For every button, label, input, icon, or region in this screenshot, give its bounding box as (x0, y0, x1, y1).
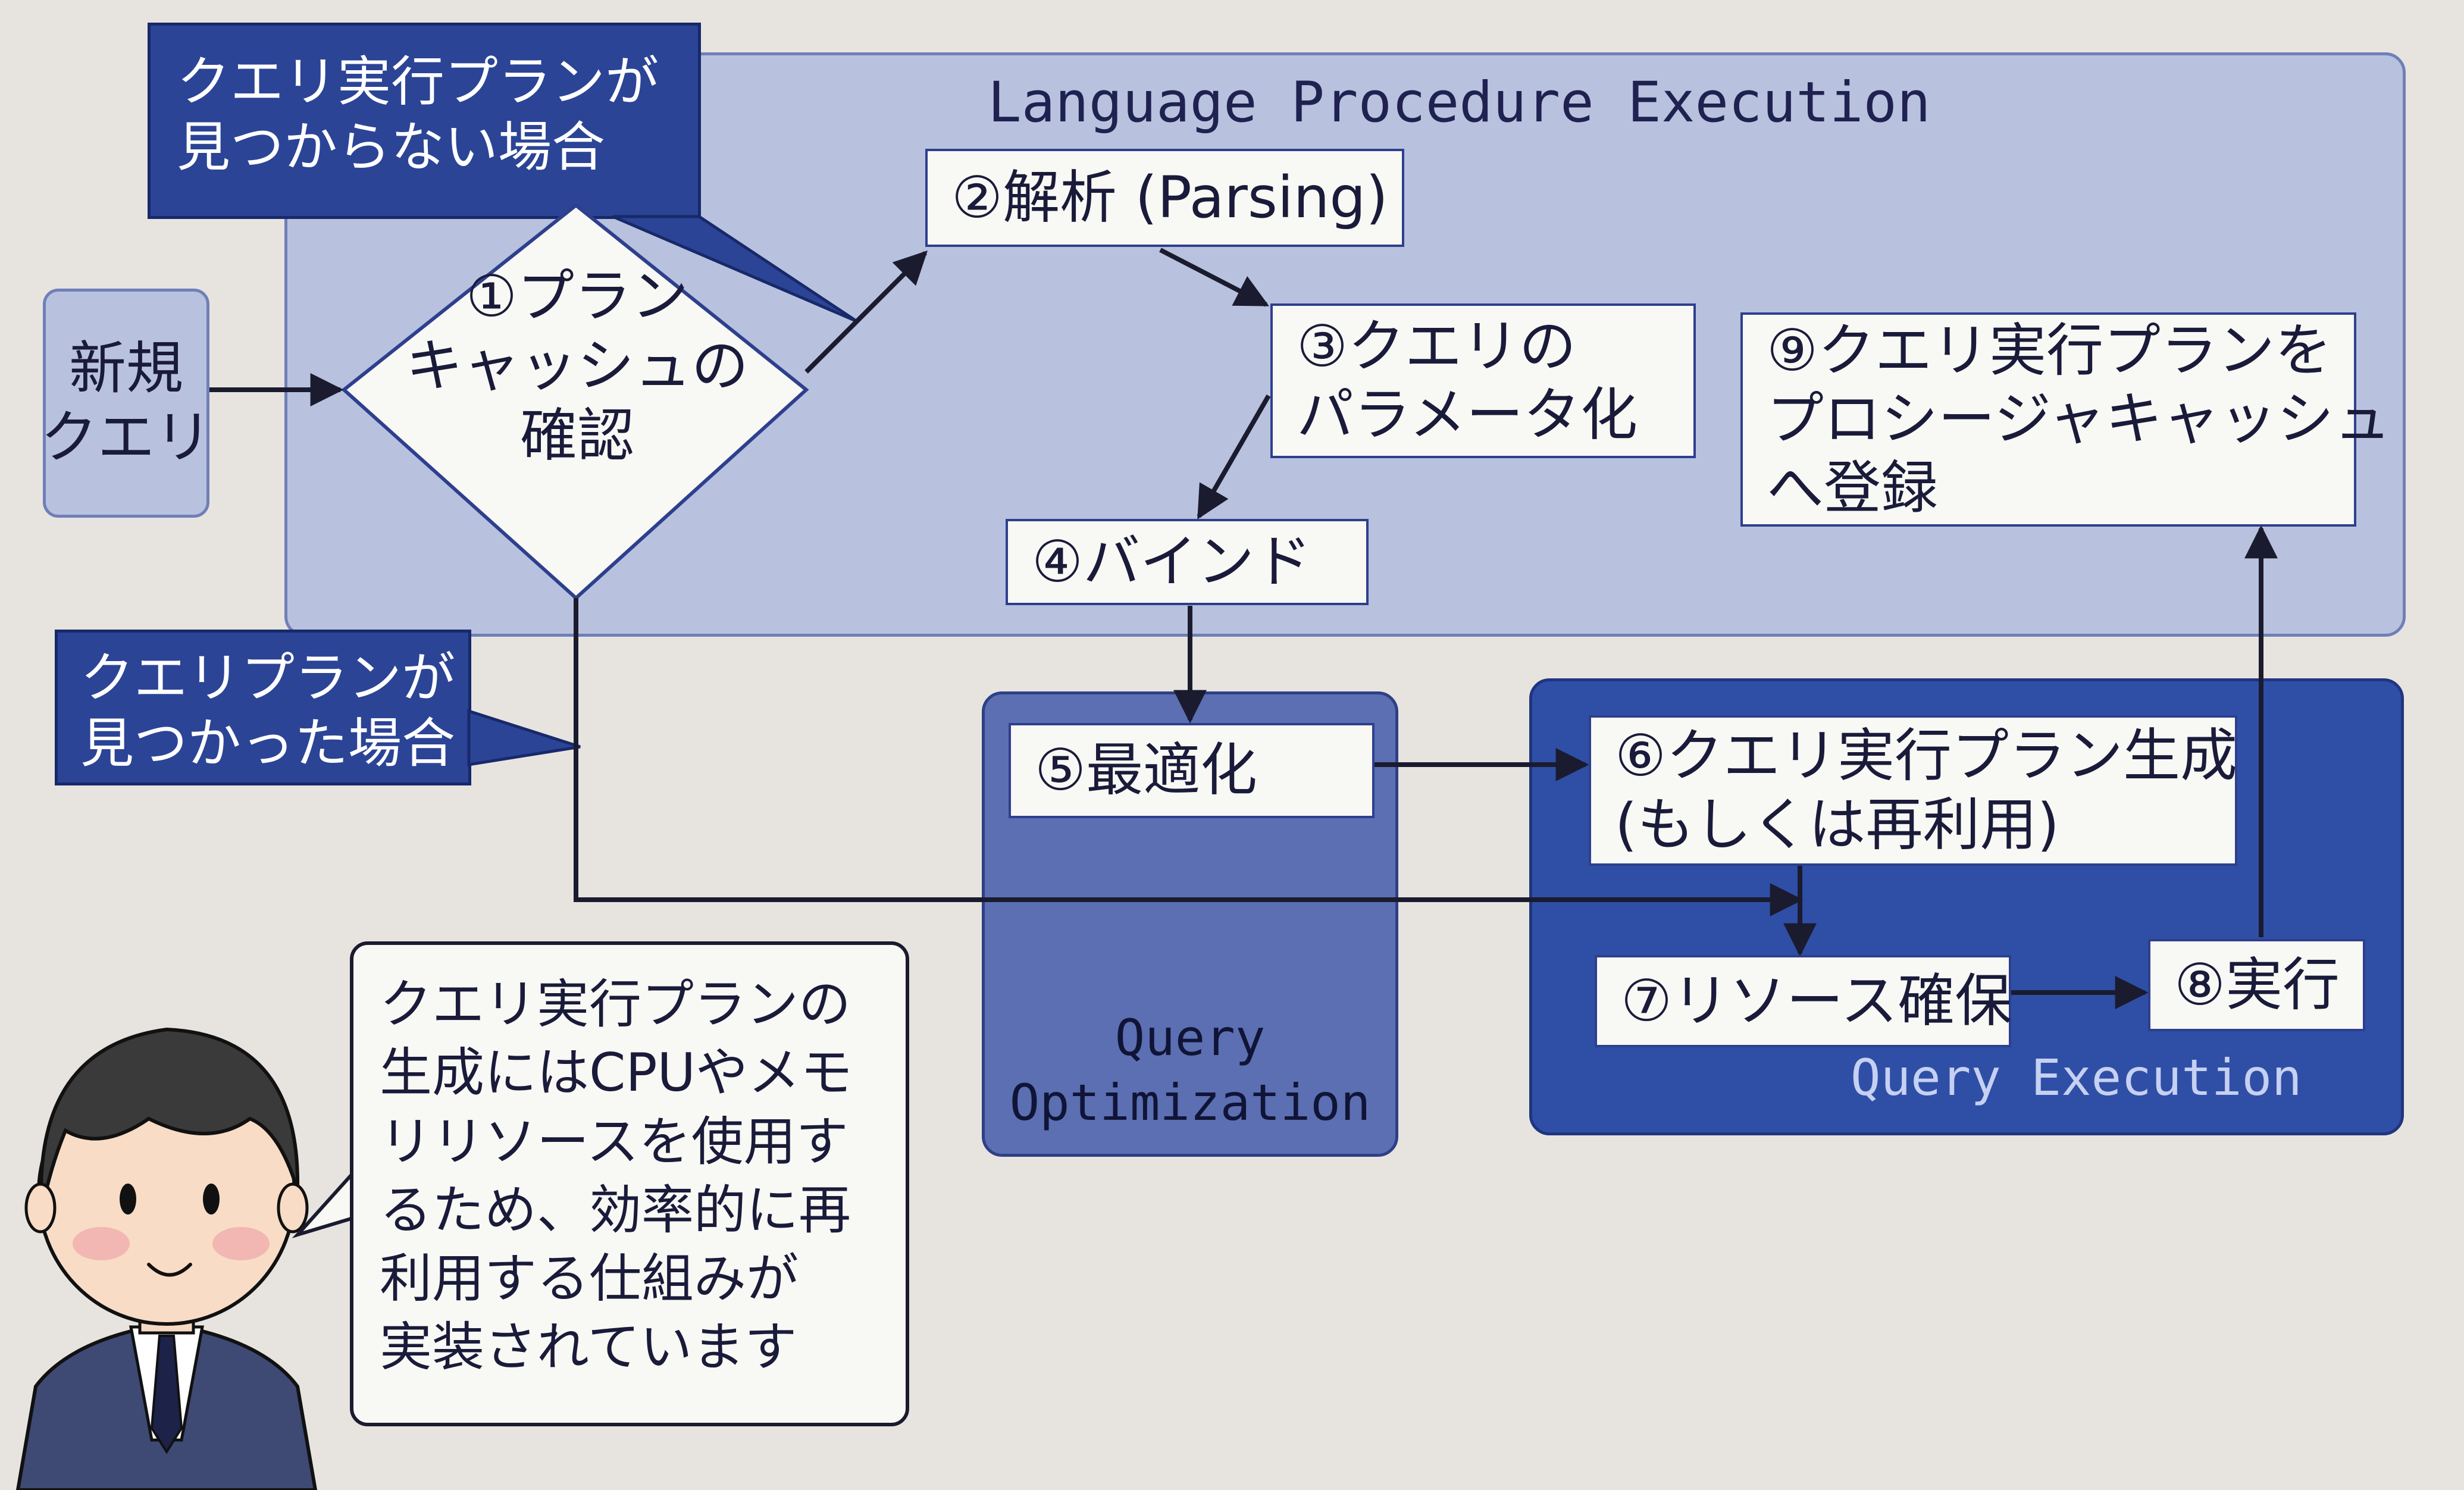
step1-line2: キャッシュの (406, 333, 749, 400)
step4-label: ④バインド (1032, 528, 1312, 595)
found-line1: クエリプランが (80, 647, 455, 709)
new-query-line1: 新規 (69, 335, 183, 402)
step9-cache-register-box: ⑨クエリ実行プランを プロシージャキャッシュ へ登録 (1740, 312, 2391, 527)
procedure-region-title: Language Procedure Execution (988, 70, 1931, 135)
optimization-title-line1: Query (1114, 1009, 1266, 1067)
mouth (147, 1263, 192, 1277)
left-eye (120, 1184, 136, 1214)
arrow-check-to-parsing (804, 251, 928, 374)
step8-execute-box: ⑧実行 (2148, 939, 2365, 1031)
step2-parsing-box: ②解析 (Parsing) (925, 149, 1404, 247)
new-query-box: 新規 クエリ (40, 289, 212, 518)
step9-line3: へ登録 (1767, 454, 1938, 521)
note-line1: クエリ実行プランの (380, 973, 851, 1035)
note-line5: 利用する仕組みが (380, 1248, 799, 1310)
step9-line2: プロシージャキャッシュ (1767, 386, 2391, 453)
tie (150, 1335, 183, 1454)
arrow-plan-found-to-resource (574, 598, 1804, 916)
right-ear (277, 1182, 309, 1234)
plan-not-found-callout: クエリ実行プランが 見つからない場合 (148, 23, 701, 219)
right-cheek (212, 1227, 270, 1260)
step1-plan-cache-check-label: ①プラン キャッシュの 確認 (363, 262, 791, 471)
step8-label: ⑧実行 (2174, 951, 2340, 1018)
note-line3: リリソースを使用す (380, 1110, 849, 1172)
step2-label: ②解析 (Parsing) (951, 164, 1388, 231)
step4-bind-box: ④バインド (1006, 519, 1369, 605)
note-line6: 実装されています (380, 1316, 797, 1378)
step1-line1: ①プラン (465, 263, 689, 330)
step3-line2: パラメータ化 (1297, 381, 1638, 448)
found-line2: 見つかった場合 (80, 712, 455, 775)
execution-region-title: Query Execution (1851, 1048, 2302, 1107)
step5-optimize-box: ⑤最適化 (1009, 723, 1375, 818)
step9-line1: ⑨クエリ実行プランを (1767, 317, 2332, 384)
note-line4: るため、効率的に再 (380, 1179, 851, 1241)
note-speech-bubble: クエリ実行プランの 生成にはCPUやメモ リリソースを使用す るため、効率的に再… (350, 941, 909, 1426)
optimization-title-line2: Optimization (1009, 1073, 1371, 1132)
right-eye (203, 1184, 220, 1214)
step7-resource-allocation-box: ⑦リソース確保 (1595, 955, 2012, 1047)
step3-line1: ③クエリの (1297, 312, 1577, 380)
arrow-parsing-to-parameterize (1159, 248, 1269, 307)
arrow-parameterize-to-bind (1197, 395, 1271, 519)
hair (39, 1027, 300, 1212)
left-ear (24, 1182, 57, 1234)
not-found-callout-tail (612, 215, 858, 323)
not-found-line2: 見つからない場合 (177, 115, 605, 179)
not-found-line1: クエリ実行プランが (177, 51, 659, 113)
step7-label: ⑦リソース確保 (1621, 967, 2012, 1034)
step6-line2: (もしくは再利用) (1615, 791, 2059, 858)
step5-label: ⑤最適化 (1035, 737, 1258, 804)
found-callout-tail (467, 709, 581, 766)
step1-line3: 確認 (520, 402, 634, 469)
plan-found-callout: クエリプランが 見つかった場合 (55, 630, 471, 785)
left-cheek (73, 1227, 130, 1260)
step3-parameterize-box: ③クエリの パラメータ化 (1270, 303, 1696, 458)
new-query-line2: クエリ (40, 403, 212, 471)
note-line2: 生成にはCPUやメモ (380, 1042, 853, 1104)
step6-plan-generation-box: ⑥クエリ実行プラン生成 (もしくは再利用) (1589, 715, 2237, 866)
step6-line1: ⑥クエリ実行プラン生成 (1615, 722, 2238, 790)
optimization-region-title: Query Optimization (982, 1006, 1398, 1135)
